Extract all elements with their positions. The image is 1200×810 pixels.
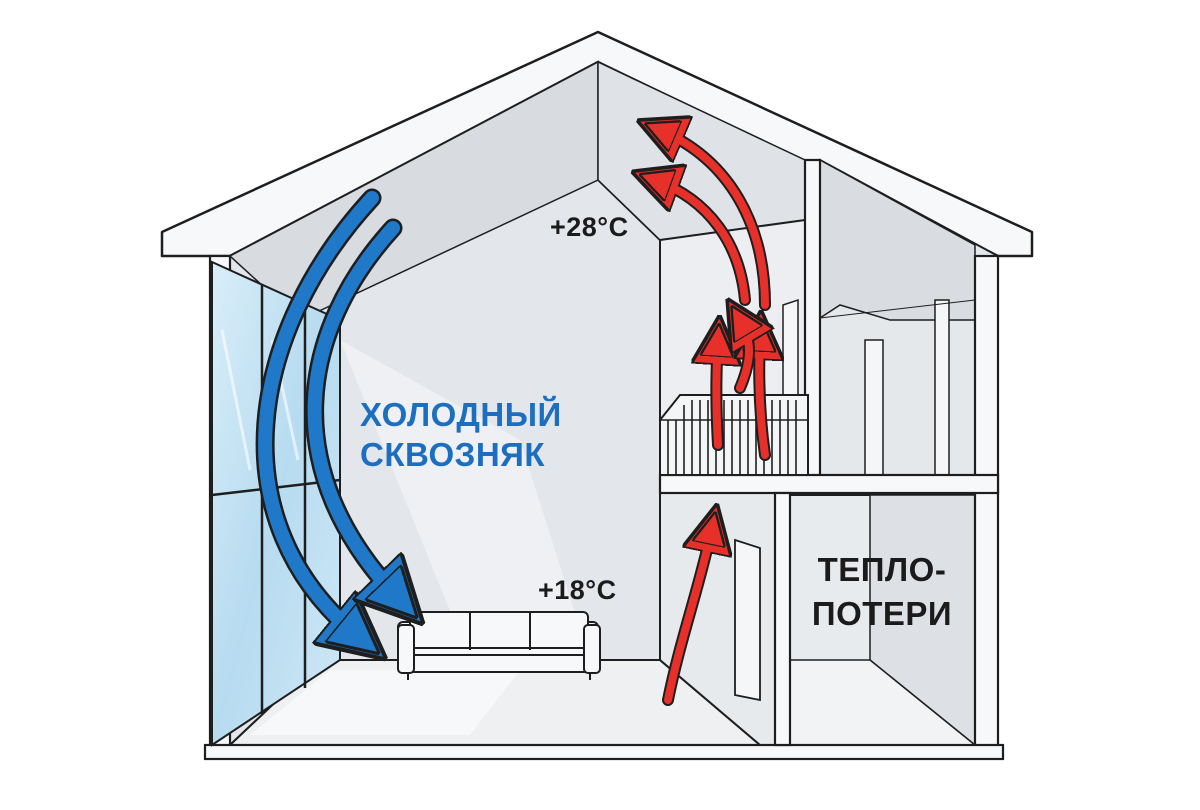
heat-loss-line1: ТЕПЛО- (817, 551, 947, 588)
warm-air-arrows (655, 130, 765, 706)
upper-room (819, 158, 999, 476)
cold-draft-line2: СКВОЗНЯК (360, 436, 546, 473)
heat-loss-line2: ПОТЕРИ (811, 595, 953, 632)
cold-draft-arrows (255, 188, 400, 638)
cold-draft-label: ХОЛОДНЫЙ СКВОЗНЯК (360, 395, 562, 475)
heat-loss-label: ТЕПЛО- ПОТЕРИ (793, 548, 971, 636)
cold-draft-line1: ХОЛОДНЫЙ (360, 396, 562, 433)
temperature-top-label: +28°C (550, 212, 629, 242)
temperature-bottom-label: +18°C (538, 575, 617, 605)
railing-icon (659, 394, 809, 476)
sofa-icon (397, 611, 601, 680)
lower-room (789, 494, 978, 747)
